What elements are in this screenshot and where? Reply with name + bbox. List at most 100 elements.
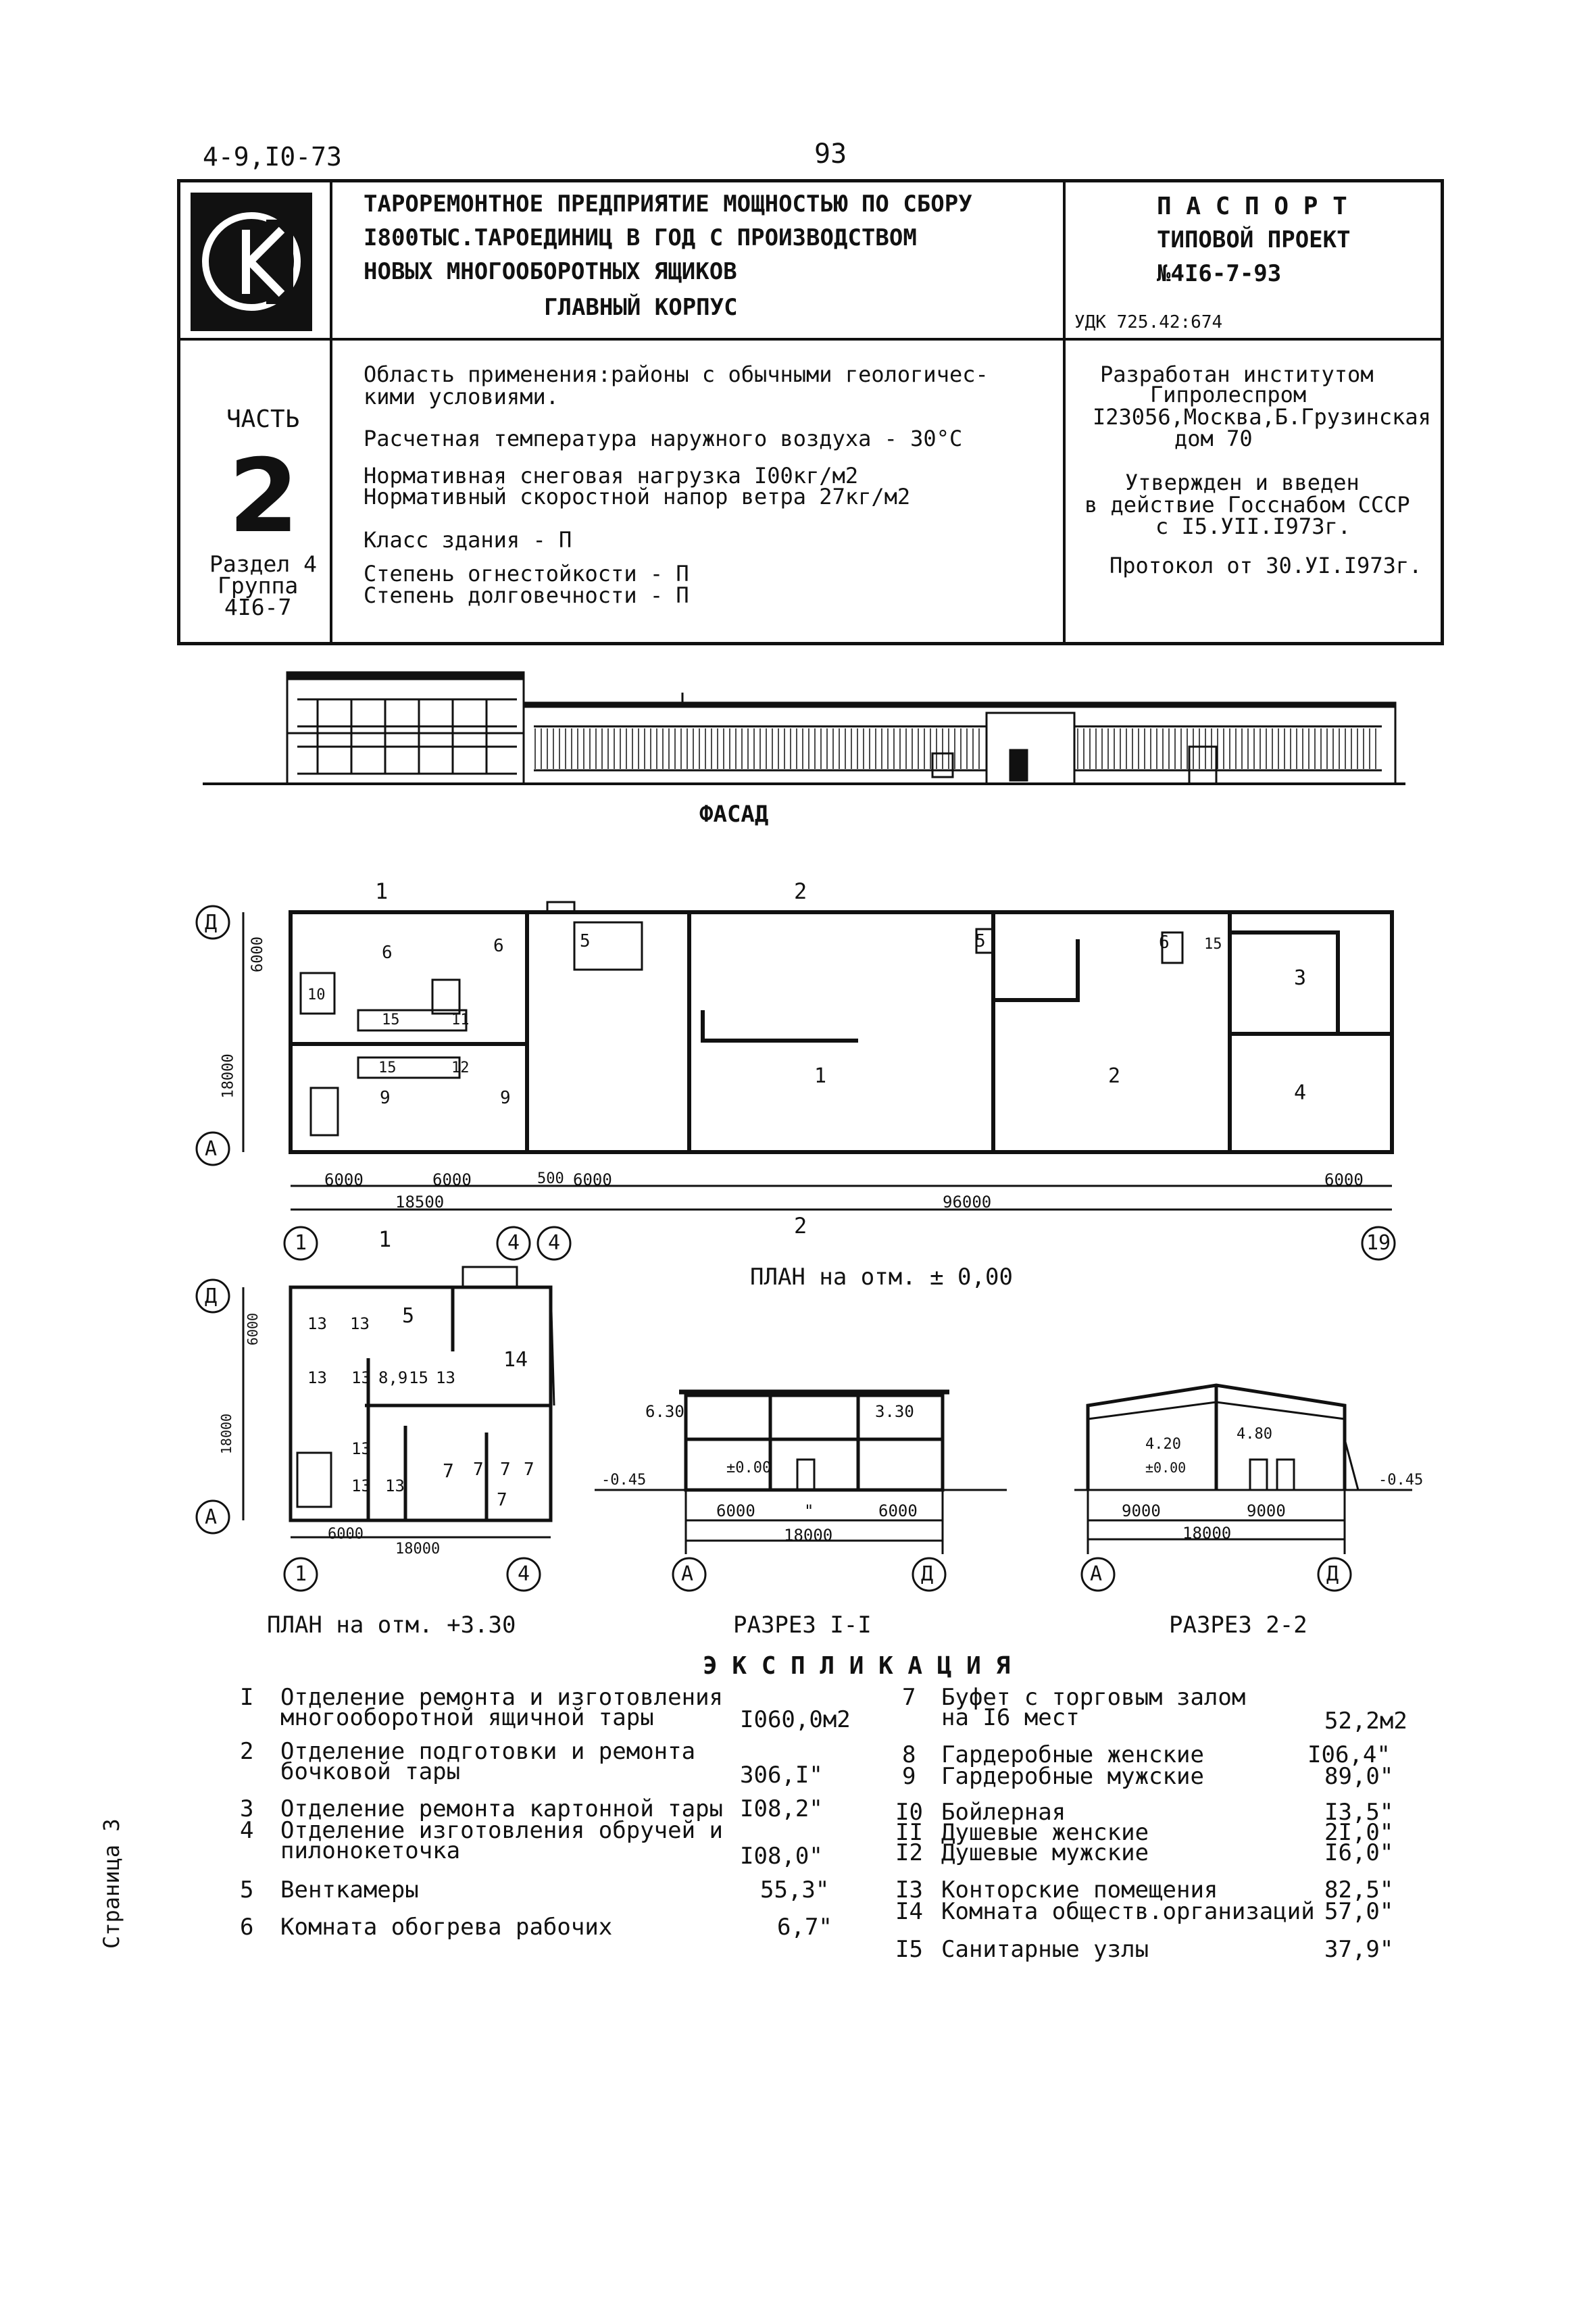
- dimension-label: 18000: [218, 1413, 235, 1455]
- expl-text: Душевые женские: [941, 1819, 1149, 1846]
- approval-line: в действие Госснабом СССР: [1084, 492, 1410, 518]
- dimension-label: 96000: [943, 1193, 992, 1212]
- expl-area: I08,0": [740, 1843, 823, 1870]
- institute-logo: [191, 193, 312, 331]
- axis-label-1: 1: [295, 1562, 307, 1586]
- axis-label-19: 19: [1366, 1231, 1391, 1255]
- project-number: №4I6-7-93: [1157, 260, 1282, 287]
- section-2-label: РАЗРЕЗ 2-2: [1169, 1612, 1307, 1639]
- dimension-label: 6000: [716, 1501, 755, 1520]
- room-number: 6: [1159, 932, 1170, 953]
- expl-num: II: [895, 1819, 923, 1846]
- room-number: 13: [385, 1476, 405, 1495]
- room-number: 8,9: [378, 1368, 408, 1387]
- room-number: 15: [1204, 936, 1222, 953]
- expl-text: Отделение ремонта и изготовления: [280, 1684, 724, 1711]
- approval-line: с I5.УII.I973г.: [1155, 514, 1351, 539]
- room-number: 10: [307, 987, 326, 1003]
- section-label: Раздел 4: [209, 551, 317, 577]
- room-number: 15: [382, 1012, 400, 1028]
- expl-num: 8: [902, 1741, 916, 1768]
- axis-label-d: Д: [205, 1285, 218, 1308]
- expl-text: Душевые мужские: [941, 1839, 1149, 1866]
- dimension-label: ": [804, 1501, 814, 1520]
- page-side-label: Страница 3: [99, 1818, 124, 1949]
- dimension-label: 18000: [1182, 1524, 1232, 1543]
- room-number: 9: [500, 1088, 511, 1108]
- room-number: 7: [524, 1460, 534, 1480]
- expl-area: 2I,0": [1324, 1819, 1394, 1846]
- room-number: 9: [380, 1088, 391, 1108]
- expl-text: пилонокеточка: [280, 1837, 461, 1864]
- developer-line: I23056,Москва,Б.Грузинская: [1093, 404, 1431, 430]
- room-number: 13: [351, 1368, 371, 1387]
- protocol-line: Протокол от 30.УI.I973г.: [1109, 553, 1422, 578]
- dimension-label: 6000: [878, 1501, 918, 1520]
- room-number: 6: [382, 943, 393, 963]
- expl-text: Отделение ремонта картонной тары: [280, 1795, 724, 1822]
- axis-label-d: Д: [1326, 1562, 1339, 1586]
- axis-label-4: 4: [548, 1231, 561, 1255]
- dimension-label: 6000: [1324, 1170, 1364, 1189]
- axis-label-a: А: [681, 1562, 694, 1586]
- dimension-label: 6000: [432, 1170, 472, 1189]
- expl-area: 82,5": [1324, 1876, 1394, 1903]
- room-number: 13: [351, 1439, 371, 1458]
- expl-num: 4: [240, 1817, 254, 1844]
- room-number: 1: [814, 1064, 827, 1088]
- level-mark: 6.30: [645, 1402, 684, 1421]
- section-1-label: РАЗРЕЗ I-I: [733, 1612, 872, 1639]
- condition-line: Класс здания - П: [364, 527, 572, 553]
- passport-header-table: [177, 179, 1444, 645]
- expl-text: на I6 мест: [941, 1704, 1080, 1731]
- room-number: 5: [580, 931, 591, 951]
- dimension-label: 18000: [784, 1526, 833, 1545]
- expl-num: I4: [895, 1898, 923, 1925]
- expl-area: 37,9": [1324, 1936, 1394, 1963]
- dimension-label: 6000: [324, 1170, 364, 1189]
- expl-num: I0: [895, 1799, 923, 1826]
- passport-subtitle: ТИПОВОЙ ПРОЕКТ: [1157, 226, 1351, 253]
- level-mark: 3.30: [875, 1402, 914, 1421]
- cut-mark: 2: [794, 1213, 807, 1239]
- axis-label-d: Д: [921, 1562, 934, 1586]
- dimension-label: 500: [537, 1170, 564, 1187]
- project-title-line: I800ТЫС.ТАРОЕДИНИЦ В ГОД С ПРОИЗВОДСТВОМ: [364, 224, 917, 251]
- approval-line: Утвержден и введен: [1125, 470, 1360, 495]
- project-title-line: ТАРОРЕМОНТНОЕ ПРЕДПРИЯТИЕ МОЩНОСТЬЮ ПО С…: [364, 191, 972, 218]
- dimension-label: 6000: [328, 1526, 364, 1543]
- room-number: 2: [1108, 1064, 1121, 1088]
- level-mark: -0.45: [1378, 1472, 1424, 1489]
- expl-text: Отделение изготовления обручей и: [280, 1817, 724, 1844]
- dimension-label: 9000: [1247, 1501, 1286, 1520]
- facade-label: ФАСАД: [699, 801, 769, 828]
- dimension-label: 6000: [245, 1312, 261, 1346]
- expl-text: Венткамеры: [280, 1876, 419, 1903]
- expl-area: 52,2м2: [1324, 1708, 1407, 1735]
- expl-text: Отделение подготовки и ремонта: [280, 1738, 696, 1765]
- axis-label-a: А: [205, 1505, 218, 1529]
- room-number: 13: [350, 1314, 370, 1333]
- table-divider: [330, 179, 332, 645]
- axis-label-a: А: [205, 1137, 218, 1161]
- expl-text: Комната обществ.организаций: [941, 1898, 1315, 1925]
- expl-area: I060,0м2: [740, 1706, 851, 1733]
- expl-text: Буфет с торговым залом: [941, 1684, 1246, 1711]
- expl-text: Конторские помещения: [941, 1876, 1218, 1903]
- expl-num: 2: [240, 1738, 254, 1765]
- room-number: 13: [307, 1368, 327, 1387]
- room-number: 7: [443, 1460, 454, 1482]
- part-number: 2: [228, 438, 299, 555]
- ground-plan-label: ПЛАН на отм. ± 0,00: [750, 1264, 1013, 1291]
- cut-mark: 1: [378, 1226, 392, 1252]
- room-number: 7: [500, 1460, 511, 1480]
- room-number: 5: [402, 1304, 415, 1328]
- expl-text: Гардеробные мужские: [941, 1763, 1204, 1790]
- explication-title: Э К С П Л И К А Ц И Я: [703, 1652, 1011, 1680]
- room-number: 13: [307, 1314, 327, 1333]
- cut-mark: 2: [794, 878, 807, 904]
- expl-area: 6,7": [777, 1914, 832, 1941]
- expl-num: 7: [902, 1684, 916, 1711]
- part-label: ЧАСТЬ: [226, 405, 300, 433]
- condition-line: Степень огнестойкости - П: [364, 561, 689, 587]
